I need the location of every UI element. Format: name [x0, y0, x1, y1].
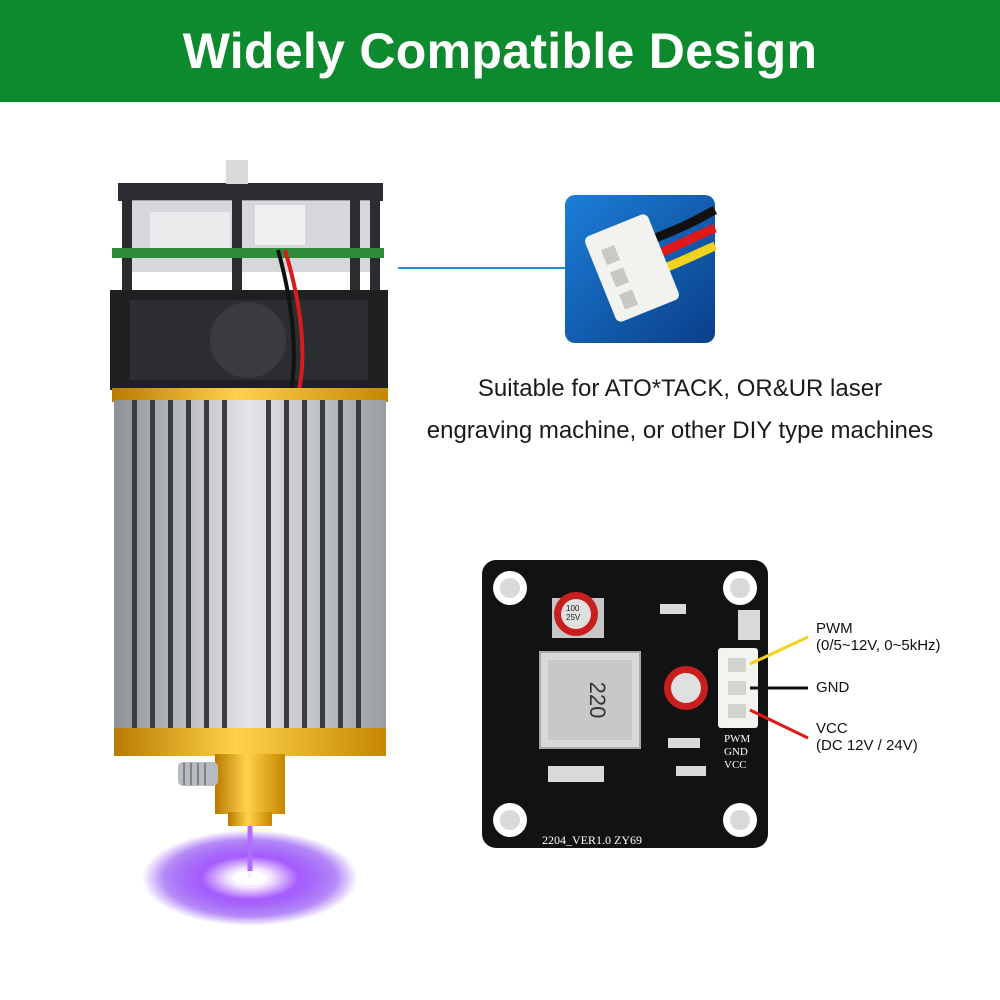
silk-vcc: VCC: [724, 759, 747, 771]
module-top-plate: [118, 183, 383, 201]
page-title: Widely Compatible Design: [182, 23, 818, 79]
green-pcb-edge: [112, 248, 384, 258]
svg-text:25V: 25V: [566, 613, 581, 622]
connector-closeup: [565, 195, 718, 343]
module-top-post: [226, 160, 248, 184]
driver-board: 100 25V 220 PWM GND VCC 2204_VER1.0 ZY69: [482, 560, 768, 848]
svg-text:220: 220: [585, 682, 610, 719]
gnd-label: GND: [816, 679, 850, 696]
gold-band-top: [112, 388, 388, 402]
svg-text:100: 100: [566, 604, 580, 613]
connector-plug: [585, 214, 679, 322]
pwm-wire: [749, 635, 809, 666]
silk-gnd: GND: [724, 746, 748, 758]
compatibility-description: Suitable for ATO*TACK, OR&UR laser engra…: [380, 368, 980, 452]
lens-housing: [215, 754, 285, 814]
laser-module: [110, 160, 388, 926]
header-banner: Widely Compatible Design: [0, 0, 1000, 102]
board-version: 2204_VER1.0 ZY69: [542, 833, 642, 847]
gold-base: [114, 728, 386, 756]
silk-pwm: PWM: [724, 733, 751, 745]
vcc-label: VCC (DC 12V / 24V): [816, 720, 918, 754]
pwm-label: PWM (0/5~12V, 0~5kHz): [816, 620, 941, 654]
description-line-1: Suitable for ATO*TACK, OR&UR laser: [477, 375, 883, 402]
description-line-2: engraving machine, or other DIY type mac…: [426, 417, 934, 444]
driver-pcb: [150, 212, 230, 252]
vcc-wire: [749, 708, 809, 740]
